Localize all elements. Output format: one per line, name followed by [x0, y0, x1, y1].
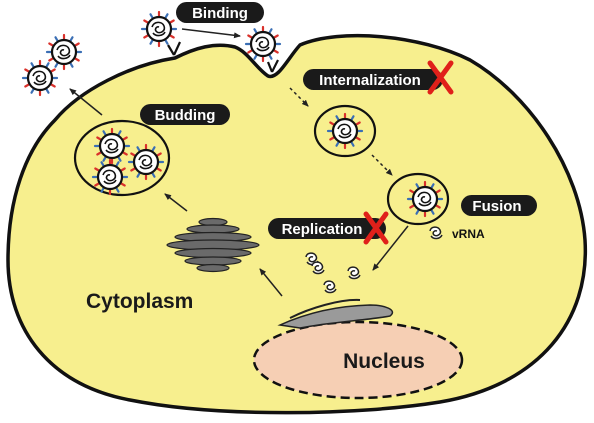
- nucleus: [252, 320, 464, 400]
- endoplasmic-reticulum: [277, 298, 394, 329]
- svg-text:Budding: Budding: [155, 107, 216, 124]
- svg-text:Replication: Replication: [282, 221, 363, 238]
- svg-text:Binding: Binding: [192, 5, 248, 22]
- receptors: [167, 41, 279, 73]
- svg-text:Fusion: Fusion: [472, 198, 521, 215]
- golgi-apparatus: [166, 217, 260, 273]
- virus-free-1: [140, 10, 178, 48]
- fusion-vesicle: [386, 172, 450, 226]
- replication-label: Replication: [268, 218, 386, 239]
- svg-text:Internalization: Internalization: [319, 72, 421, 89]
- budding-vesicle: [73, 119, 171, 197]
- cytoplasm-label: Cytoplasm: [86, 290, 193, 313]
- fusion-label: Fusion: [461, 195, 537, 216]
- binding-label: Binding: [176, 2, 264, 23]
- pathway-arrows: [69, 28, 409, 297]
- endosome: [313, 104, 377, 158]
- budding-label: Budding: [140, 104, 230, 125]
- internalization-label: Internalization: [303, 69, 443, 90]
- virus-released-1: [45, 33, 83, 71]
- internalization-blocked-x-icon: [427, 60, 454, 95]
- vrna-label: vRNA: [452, 227, 485, 241]
- virus-bound: [244, 25, 282, 63]
- replication-blocked-x-icon: [363, 211, 389, 245]
- nucleus-label: Nucleus: [343, 350, 425, 373]
- virus-released-2: [21, 59, 59, 97]
